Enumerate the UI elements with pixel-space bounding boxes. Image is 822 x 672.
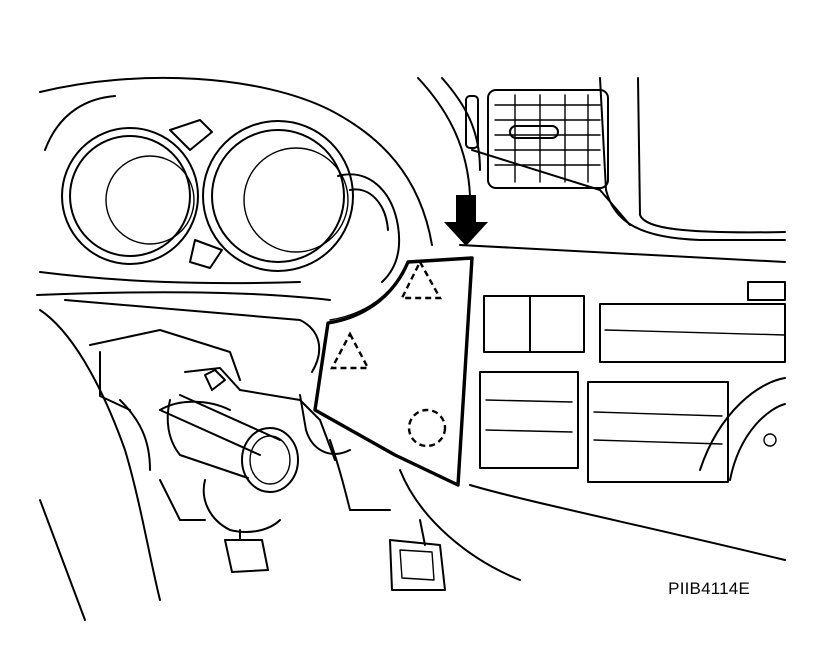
gauge-cluster [44, 95, 401, 283]
dashed-triangle-icon [330, 331, 370, 370]
dashboard-outline [36, 76, 786, 301]
dashed-triangle-icon [400, 259, 443, 300]
down-arrow-icon [444, 195, 488, 246]
dashed-circle-icon [407, 408, 447, 448]
clip-marks [330, 259, 447, 448]
figure-code: PIIB4114E [668, 579, 750, 598]
center-console [399, 281, 786, 581]
steering-column [39, 299, 446, 621]
cluster-lid-finisher [313, 256, 474, 487]
air-vent [465, 89, 609, 189]
